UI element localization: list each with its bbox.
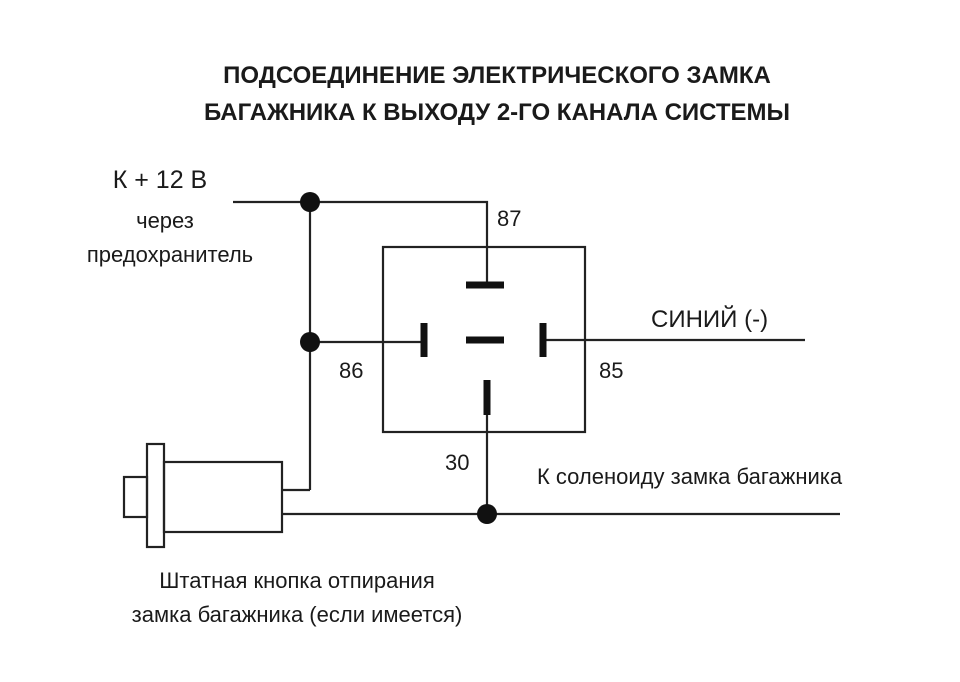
trunk-button-icon (122, 442, 284, 549)
pin-86-label: 86 (339, 358, 363, 383)
junction-dot (300, 192, 320, 212)
button-label-2: замка багажника (если имеется) (132, 602, 463, 627)
pin-87-label: 87 (497, 206, 521, 231)
pin-30-label: 30 (445, 450, 469, 475)
title-line-1: ПОДСОЕДИНЕНИЕ ЭЛЕКТРИЧЕСКОГО ЗАМКА (223, 62, 771, 89)
power-wire (233, 200, 489, 285)
pin-85-label: 85 (599, 358, 623, 383)
blue-wire-label: СИНИЙ (-) (651, 305, 768, 333)
title-line-2: БАГАЖНИКА К ВЫХОДУ 2-ГО КАНАЛА СИСТЕМЫ (204, 99, 790, 126)
junction-dot (477, 504, 497, 524)
power-via-label: через (136, 208, 194, 233)
button-label-1: Штатная кнопка отпирания (159, 568, 434, 593)
relay-box (381, 245, 587, 434)
junction-dot (300, 332, 320, 352)
fuse-label: предохранитель (87, 242, 253, 267)
solenoid-label: К соленоиду замка багажника (537, 464, 843, 489)
power-label: К + 12 В (113, 166, 207, 194)
